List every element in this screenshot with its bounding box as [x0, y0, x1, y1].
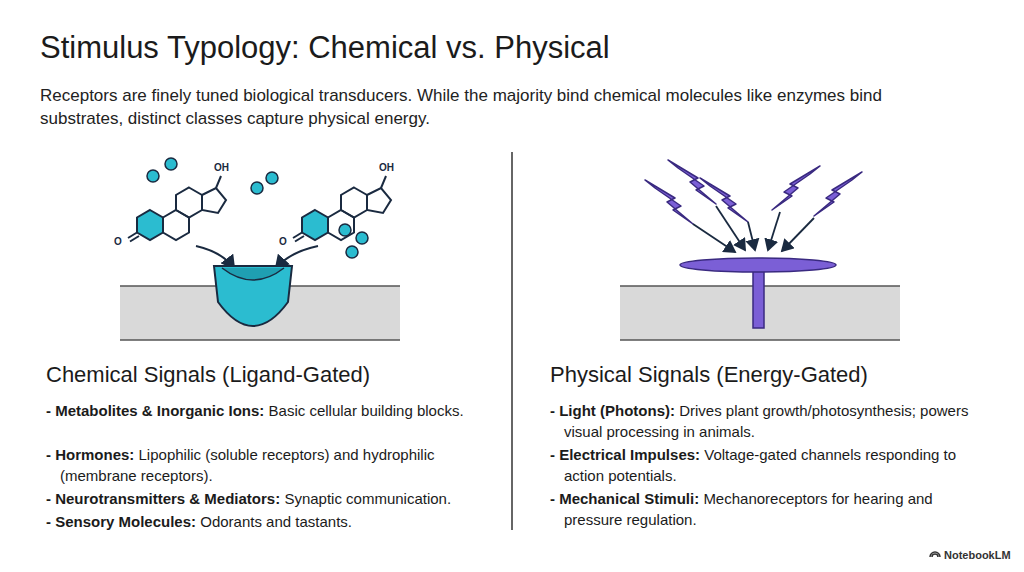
atom-label: O: [279, 236, 287, 247]
bullet-term: - Neurotransmitters & Mediators:: [46, 490, 280, 507]
column-heading: Physical Signals (Energy-Gated): [550, 362, 868, 388]
title: Stimulus Typology: Chemical vs. Physical: [40, 30, 610, 66]
watermark: NotebookLM: [944, 549, 1011, 561]
bullet-text: Basic cellular building blocks.: [269, 402, 464, 419]
bullet-term: - Metabolites & Inorganic Ions:: [46, 402, 264, 419]
atom-label: OH: [379, 162, 394, 173]
bullet-term: - Light (Photons):: [550, 402, 675, 419]
bullet-item: - Light (Photons): Drives plant growth/p…: [550, 400, 984, 442]
bullet-term: - Electrical Impulses:: [550, 446, 700, 463]
bullet-text: Odorants and tastants.: [200, 513, 352, 530]
bullet-term: - Hormones:: [46, 446, 134, 463]
bullet-item: - Hormones: Lipophilic (soluble receptor…: [46, 444, 480, 486]
atom-label: OH: [214, 162, 229, 173]
column-heading: Chemical Signals (Ligand-Gated): [46, 362, 370, 388]
bullet-item: - Neurotransmitters & Mediators: Synapti…: [46, 488, 480, 509]
bullet-item: - Electrical Impulses: Voltage-gated cha…: [550, 444, 984, 486]
bullet-term: - Mechanical Stimuli:: [550, 490, 699, 507]
bullet-text: Synaptic communication.: [284, 490, 451, 507]
bullet-item: - Sensory Molecules: Odorants and tastan…: [46, 511, 480, 532]
bullet-item: - Mechanical Stimuli: Mechanoreceptors f…: [550, 488, 984, 530]
atom-label: O: [114, 236, 122, 247]
bullet-term: - Sensory Molecules:: [46, 513, 196, 530]
bullet-item: - Metabolites & Inorganic Ions: Basic ce…: [46, 400, 480, 421]
subtitle: Receptors are finely tuned biological tr…: [40, 84, 940, 130]
